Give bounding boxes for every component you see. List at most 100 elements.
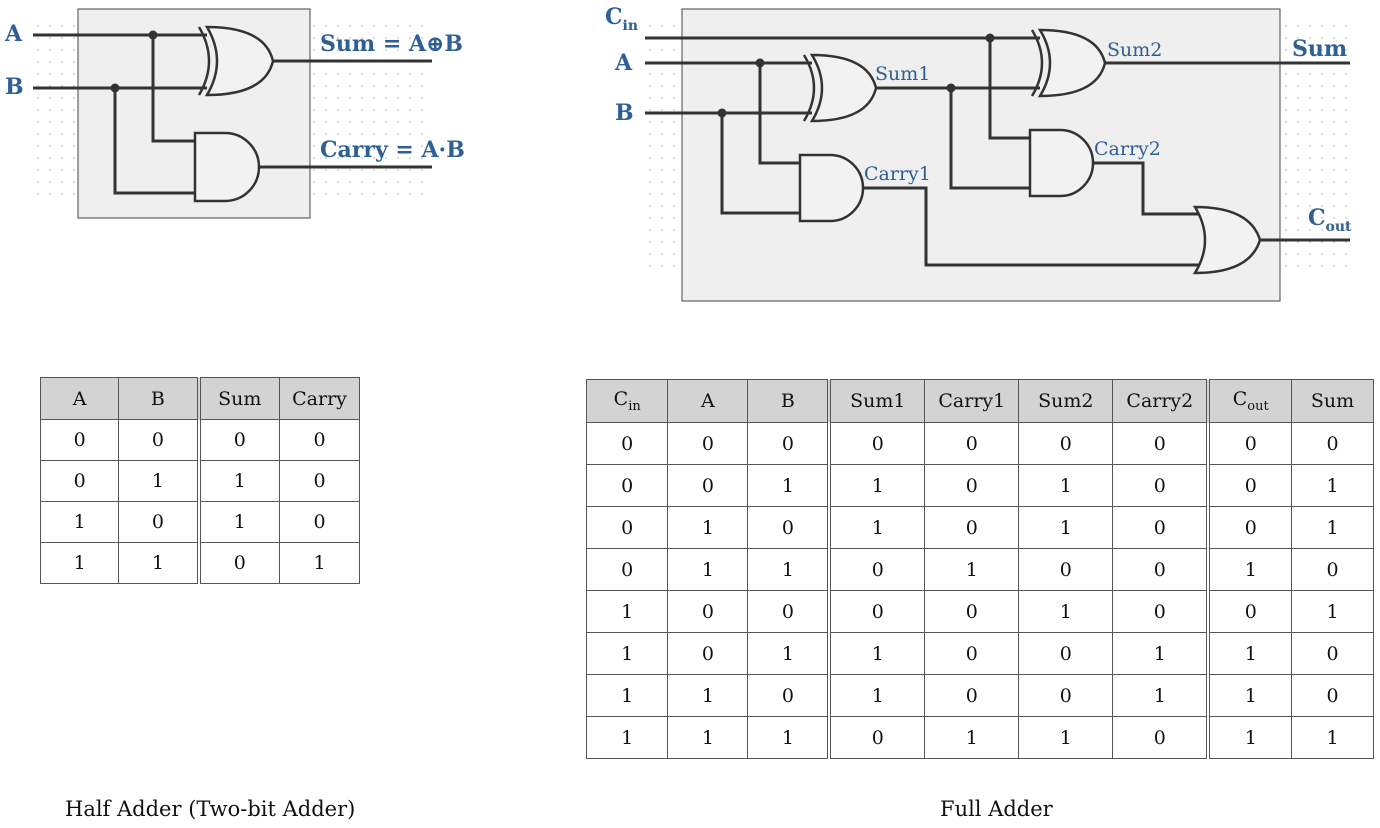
full-sum2-label: Sum2 <box>1107 39 1162 61</box>
table-cell: 1 <box>747 716 830 759</box>
half-xor-gate <box>197 25 275 97</box>
table-cell: 1 <box>827 674 926 717</box>
table-cell: 0 <box>924 632 1020 675</box>
table-cell: 1 <box>667 506 749 549</box>
table-cell: 0 <box>1112 716 1209 759</box>
table-cell: 0 <box>585 506 669 549</box>
half-input-b-label: B <box>5 74 24 100</box>
full-wire-a-and1 <box>758 63 800 165</box>
table-cell: 0 <box>1206 464 1293 507</box>
table-cell: 1 <box>747 632 830 675</box>
table-cell: 0 <box>747 422 830 465</box>
table-cell: 0 <box>39 419 120 461</box>
table-cell: 0 <box>1206 422 1293 465</box>
table-cell: 1 <box>118 542 200 584</box>
table-cell: 0 <box>747 674 830 717</box>
table-cell: 1 <box>827 632 926 675</box>
full-and2-gate <box>1028 128 1095 198</box>
half-wire-b-and <box>113 88 195 195</box>
table-cell: 1 <box>585 716 669 759</box>
full-wire-carry2 <box>1093 161 1210 216</box>
table-cell: 1 <box>1018 506 1114 549</box>
table-cell: 0 <box>118 501 200 543</box>
full-junction-a <box>755 58 765 68</box>
full-adder-circuit: Cin A B Sum1 Sum2 Carry1 Carry2 Sum Cout <box>605 4 1352 302</box>
table-cell: 0 <box>924 590 1020 633</box>
table-cell: 1 <box>1018 590 1114 633</box>
table-cell: 0 <box>827 590 926 633</box>
full-or-gate <box>1192 205 1262 275</box>
table-cell: 0 <box>747 506 830 549</box>
table-cell: 0 <box>1112 548 1209 591</box>
half-sum-label: Sum = A⊕B <box>320 31 463 57</box>
full-xor1-gate <box>802 53 878 123</box>
column-header: Sum1 <box>827 379 926 423</box>
column-header: Carry1 <box>924 379 1020 423</box>
table-cell: 1 <box>1206 632 1293 675</box>
column-header: Sum2 <box>1018 379 1114 423</box>
full-wire-b-and1 <box>720 113 800 215</box>
table-cell: 0 <box>924 464 1020 507</box>
table-cell: 1 <box>1291 716 1374 759</box>
table-cell: 0 <box>585 464 669 507</box>
table-cell: 1 <box>196 501 281 543</box>
half-adder-caption: Half Adder (Two-bit Adder) <box>65 797 356 821</box>
full-wire-carry1 <box>863 186 1205 267</box>
half-carry-label: Carry = A·B <box>320 137 465 163</box>
table-cell: 1 <box>667 548 749 591</box>
table-cell: 0 <box>1291 548 1374 591</box>
table-cell: 0 <box>1291 632 1374 675</box>
full-and1-gate <box>798 153 865 223</box>
table-cell: 0 <box>196 419 281 461</box>
table-cell: 0 <box>924 422 1020 465</box>
table-header-row: A B Sum Carry <box>39 377 360 420</box>
table-cell: 1 <box>1291 506 1374 549</box>
circuit-diagrams: A B Sum = A⊕B Carry = A·B <box>4 4 1352 302</box>
table-cell: 0 <box>1018 632 1114 675</box>
table-cell: 0 <box>827 716 926 759</box>
table-cell: 0 <box>924 506 1020 549</box>
table-cell: 1 <box>1018 716 1114 759</box>
full-carry2-label: Carry2 <box>1094 138 1161 160</box>
full-input-b-label: B <box>615 100 634 126</box>
table-cell: 0 <box>827 548 926 591</box>
table-cell: 1 <box>1206 674 1293 717</box>
half-junction-b <box>110 83 120 93</box>
column-header: A <box>667 379 749 423</box>
table-cell: 1 <box>585 632 669 675</box>
full-junction-b <box>717 108 727 118</box>
column-header-cout: Cout <box>1206 379 1293 423</box>
full-wire-cin-and2 <box>988 38 1030 140</box>
table-cell: 0 <box>585 422 669 465</box>
full-cin-label: Cin <box>605 4 638 34</box>
column-header: B <box>747 379 830 423</box>
full-junction-sum1 <box>946 83 956 93</box>
table-cell: 0 <box>667 590 749 633</box>
table-cell: 0 <box>667 422 749 465</box>
table-cell: 1 <box>196 460 281 502</box>
table-cell: 0 <box>1291 422 1374 465</box>
full-sum1-label: Sum1 <box>875 63 930 85</box>
table-cell: 1 <box>924 716 1020 759</box>
table-cell: 1 <box>585 674 669 717</box>
table-header-row: Cin A B Sum1 Carry1 Sum2 Carry2 Cout Sum <box>585 379 1374 423</box>
table-cell: 1 <box>1112 632 1209 675</box>
column-header: Sum <box>196 377 281 420</box>
table-cell: 1 <box>1291 464 1374 507</box>
table-cell: 0 <box>118 419 200 461</box>
table-cell: 0 <box>827 422 926 465</box>
table-cell: 0 <box>279 460 360 502</box>
full-wire-sum1-and2 <box>949 88 1030 190</box>
half-junction-a <box>148 30 158 40</box>
table-cell: 1 <box>1206 548 1293 591</box>
table-cell: 0 <box>1018 422 1114 465</box>
table-cell: 1 <box>924 548 1020 591</box>
table-cell: 0 <box>924 674 1020 717</box>
table-cell: 0 <box>585 548 669 591</box>
table-cell: 0 <box>1206 506 1293 549</box>
